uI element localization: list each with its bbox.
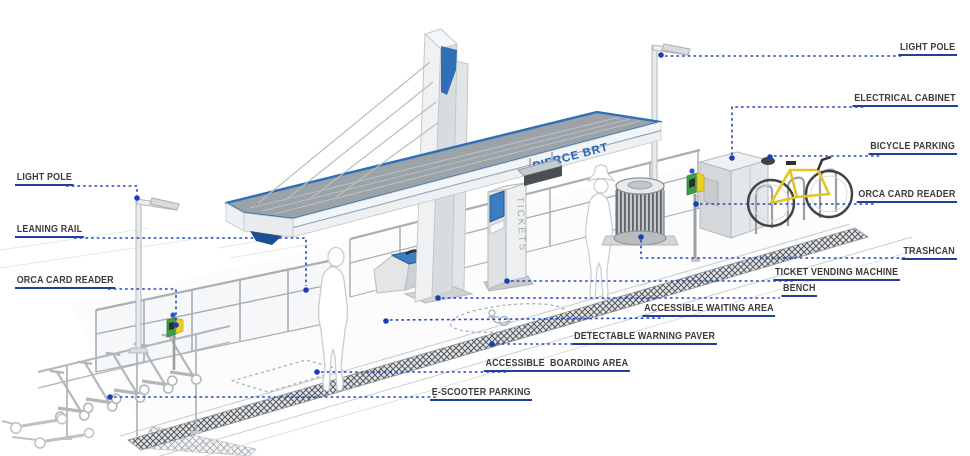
leader-light-pole-left — [66, 185, 138, 195]
leader-electrical-cabinet — [731, 106, 866, 155]
person-silhouette-standing — [317, 246, 349, 392]
waiting-area-marking — [449, 303, 567, 333]
leader-waiting-area — [389, 317, 665, 321]
label-orca-card-reader-left: ORCA CARD READER — [15, 275, 116, 289]
label-light-pole-left: LIGHT POLE — [15, 172, 74, 186]
canopy-cables — [257, 61, 440, 204]
canopy-roof-ribs — [249, 116, 641, 215]
orca-card-reader-right — [686, 168, 705, 262]
label-orca-card-reader-right: ORCA CARD READER — [856, 189, 957, 203]
canopy: PIERCE BRT — [224, 110, 663, 245]
ticket-vending-machine: TICKETS — [483, 182, 534, 292]
tvm-sign-text: TICKETS — [514, 197, 528, 253]
label-accessible-boarding-area: ACCESSIBLE BOARDING AREA — [483, 358, 630, 372]
e-scooter-lying — [1, 413, 95, 449]
label-e-scooter-parking: E-SCOOTER PARKING — [429, 387, 532, 401]
electrical-cabinet — [698, 151, 770, 239]
leader-lines — [66, 55, 905, 398]
label-ticket-vending-machine: TICKET VENDING MACHINE — [773, 267, 900, 281]
label-bench: BENCH — [781, 283, 817, 297]
label-trashcan: TRASHCAN — [902, 246, 957, 260]
label-bicycle-parking: BICYCLE PARKING — [868, 141, 957, 155]
leader-dots — [107, 52, 773, 400]
boarding-area-marking — [231, 359, 343, 393]
light-pole-left — [128, 197, 180, 354]
wheelchair-icon — [488, 309, 512, 327]
canopy-drain-scoop — [250, 231, 282, 245]
person-silhouette-hat — [585, 164, 616, 300]
leader-trashcan — [640, 240, 905, 259]
bicycle-parking — [746, 155, 854, 234]
detectable-warning-paver-band — [127, 227, 869, 451]
e-scooters — [1, 328, 204, 449]
bicycle — [746, 155, 854, 228]
leader-leaning-rail — [74, 237, 307, 286]
label-leaning-rail: LEANING RAIL — [15, 224, 84, 238]
label-light-pole-right: LIGHT POLE — [898, 42, 957, 56]
label-detectable-warning-paver: DETECTABLE WARNING PAVER — [572, 331, 717, 345]
label-electrical-cabinet: ELECTRICAL CABINET — [852, 93, 957, 107]
platform-edge-lines — [119, 223, 931, 456]
trashcan — [601, 177, 679, 246]
hanging-info-sign — [517, 152, 563, 186]
label-accessible-waiting-area: ACCESSIBLE WAITING AREA — [642, 303, 775, 317]
